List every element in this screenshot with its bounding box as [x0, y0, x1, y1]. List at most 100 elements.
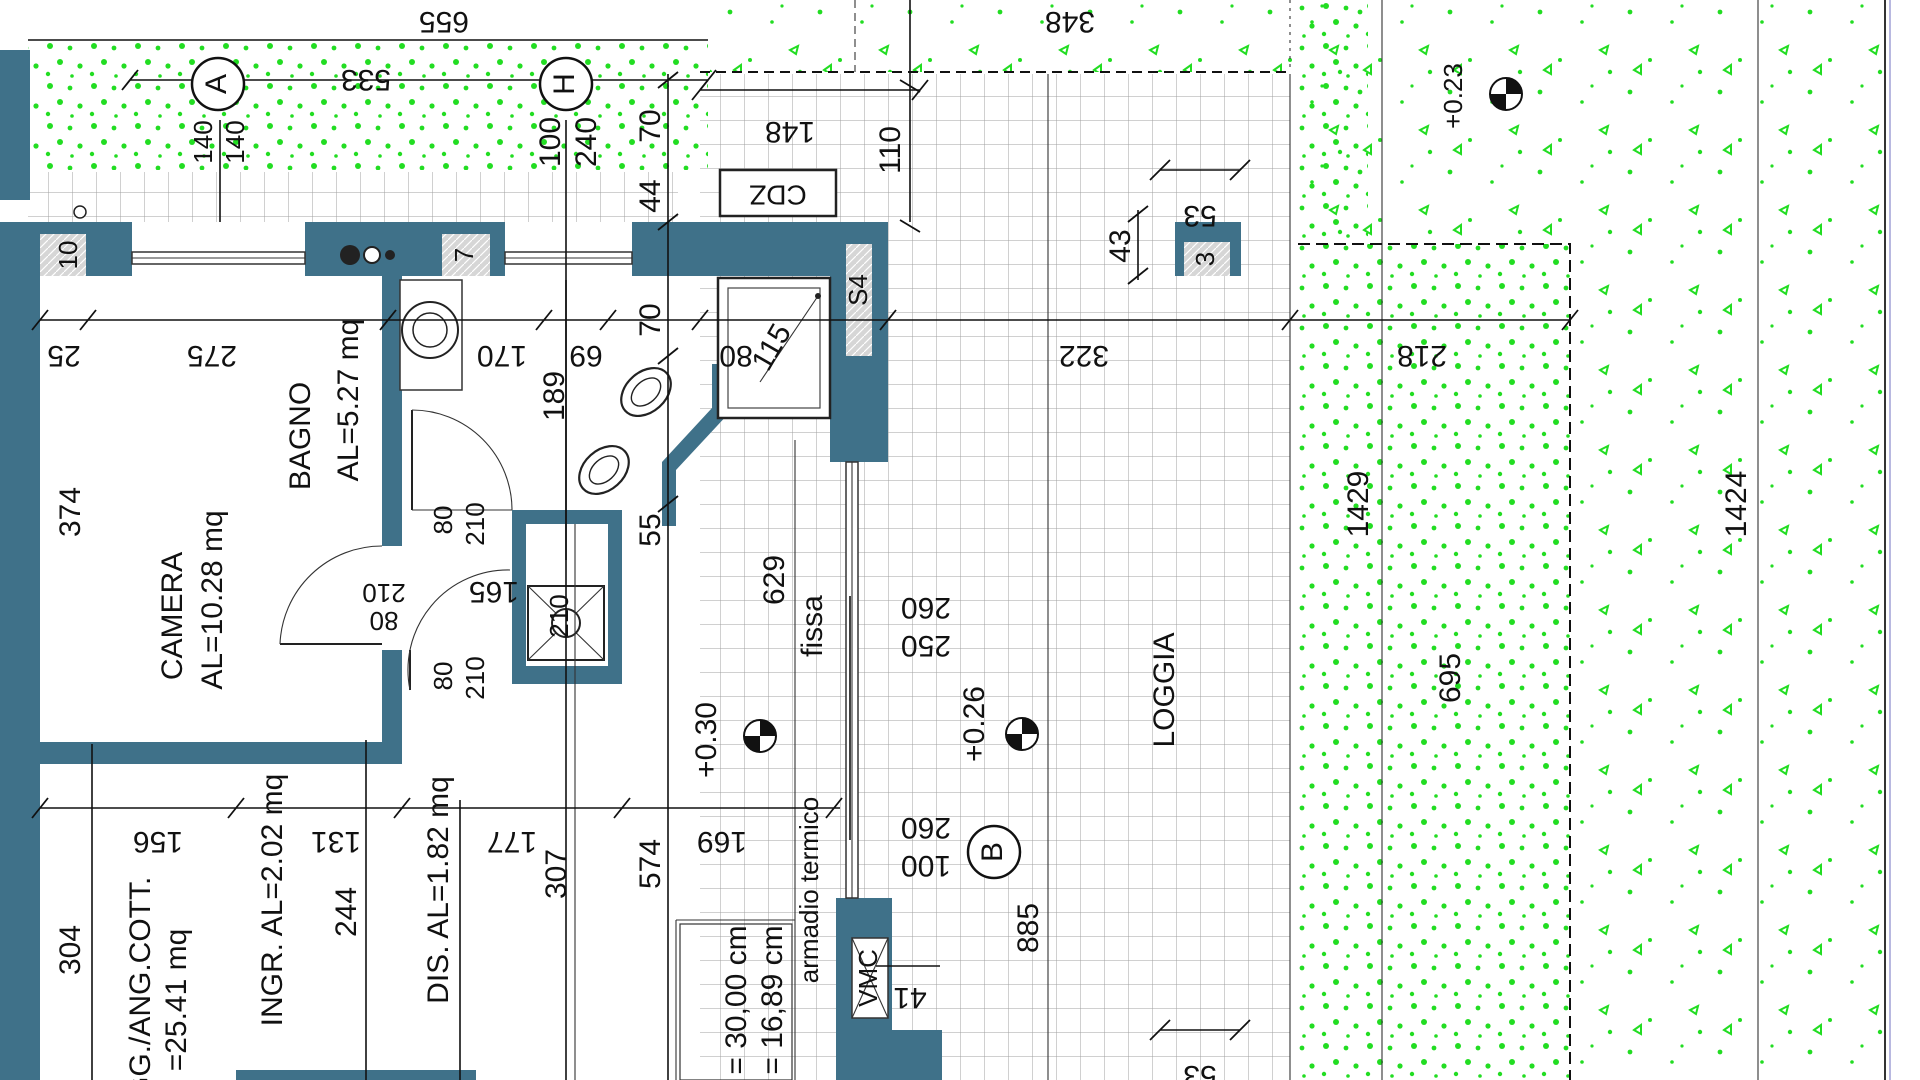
- svg-text:177: 177: [487, 825, 537, 858]
- shaft-10-label: 10: [53, 241, 83, 270]
- room-dis-label: DIS. AL=1.82 mq: [422, 776, 455, 1004]
- svg-text:1424: 1424: [1720, 471, 1753, 538]
- cdz-unit: [718, 168, 838, 218]
- svg-text:275: 275: [187, 339, 237, 372]
- shaft-3: [1184, 242, 1230, 276]
- svg-text:189: 189: [538, 371, 571, 421]
- level-marker-026: [1005, 717, 1039, 751]
- outdoor-light-icon: [73, 205, 87, 219]
- room-ingr-label: INGR. AL=2.02 mq: [256, 774, 289, 1027]
- toilet-icon: [620, 366, 672, 418]
- svg-text:533: 533: [341, 63, 391, 96]
- note-line-1: = 30,00 cm: [720, 925, 753, 1074]
- svg-text:260: 260: [901, 591, 951, 624]
- room-camera-name: CAMERA: [156, 552, 189, 680]
- dimension-labels-inverted: 655 348 533 148 53 25 275 170 69 80 322 …: [47, 5, 1447, 1080]
- door-camera: [279, 545, 383, 645]
- label-armadio: armadio termico: [794, 797, 824, 983]
- cdz-label: CDZ: [749, 180, 807, 211]
- svg-text:80: 80: [428, 662, 458, 691]
- top-strip-floor: [28, 172, 678, 222]
- svg-text:1429: 1429: [1342, 471, 1375, 538]
- svg-text:H: H: [548, 73, 581, 95]
- level-026-label: +0.26: [958, 686, 991, 762]
- level-marker-030: [743, 719, 777, 753]
- room-camera-area: AL=10.28 mq: [196, 510, 229, 689]
- svg-text:210: 210: [460, 502, 490, 545]
- svg-text:374: 374: [54, 487, 87, 537]
- svg-text:140: 140: [220, 120, 250, 163]
- room-bagno-area: AL=5.27 mq: [332, 319, 365, 482]
- shower-tray: [716, 276, 832, 420]
- gas-valves-icon: [340, 245, 395, 265]
- garden-top-middle: [710, 0, 1298, 72]
- svg-text:100: 100: [534, 117, 567, 167]
- svg-text:80: 80: [719, 339, 752, 372]
- svg-text:170: 170: [477, 339, 527, 372]
- svg-text:80: 80: [428, 506, 458, 535]
- svg-text:131: 131: [311, 825, 361, 858]
- level-030-label: +0.30: [690, 702, 723, 778]
- svg-text:574: 574: [634, 839, 667, 889]
- svg-text:244: 244: [330, 887, 363, 937]
- svg-text:885: 885: [1012, 903, 1045, 953]
- garden-sparse: [1570, 0, 1890, 1080]
- svg-text:80: 80: [370, 606, 399, 636]
- room-sogg-area: =25.41 mq: [160, 929, 193, 1072]
- svg-text:110: 110: [874, 126, 907, 174]
- axis-marker-a: A: [190, 56, 246, 112]
- axis-marker-b: B: [966, 824, 1022, 880]
- room-loggia-name: LOGGIA: [1148, 632, 1181, 747]
- svg-text:69: 69: [569, 339, 602, 372]
- svg-text:322: 322: [1059, 339, 1109, 372]
- room-bagno-name: BAGNO: [284, 382, 317, 490]
- svg-text:25: 25: [47, 339, 80, 372]
- note-line-2: = 16,89 cm: [756, 925, 789, 1074]
- svg-text:165: 165: [469, 575, 519, 608]
- dimension-ticks: [31, 69, 1579, 1041]
- svg-text:218: 218: [1397, 339, 1447, 372]
- svg-text:695: 695: [1434, 653, 1467, 703]
- vmc-label: VMC: [853, 949, 883, 1007]
- shaft-7: [442, 234, 490, 276]
- level-marker-023: [1489, 77, 1523, 111]
- svg-text:304: 304: [54, 925, 87, 975]
- svg-text:43: 43: [1104, 229, 1137, 262]
- label-fissa: fissa: [796, 595, 829, 657]
- svg-text:100: 100: [901, 849, 951, 882]
- svg-text:655: 655: [419, 5, 469, 38]
- svg-text:307: 307: [540, 849, 573, 899]
- level-023-label: +0.23: [1438, 63, 1468, 129]
- sink-icon: [399, 279, 463, 391]
- svg-text:210: 210: [460, 656, 490, 699]
- dashed-boundary-garden: [1298, 243, 1571, 1080]
- garden-sparse-top: [1298, 0, 1570, 244]
- shaft-10: [40, 234, 86, 276]
- svg-text:53: 53: [1183, 1059, 1216, 1080]
- svg-text:629: 629: [758, 555, 791, 605]
- garden-right: [1298, 244, 1570, 1080]
- shaft-s4: [846, 244, 872, 356]
- svg-text:348: 348: [1045, 5, 1095, 38]
- room-sogg-name: OGG./ANG.COTT.: [124, 877, 157, 1080]
- svg-text:250: 250: [901, 629, 951, 662]
- svg-text:70: 70: [634, 109, 667, 142]
- shaft-s4-label: S4: [843, 274, 873, 306]
- axis-marker-h: H: [538, 56, 594, 112]
- door-dis: [407, 569, 511, 691]
- shaft-3-label: 3: [1190, 252, 1220, 266]
- svg-text:260: 260: [901, 811, 951, 844]
- svg-text:169: 169: [697, 825, 747, 858]
- svg-text:156: 156: [133, 825, 183, 858]
- door-bagno: [411, 409, 513, 511]
- svg-text:210: 210: [362, 578, 405, 608]
- svg-text:A: A: [200, 74, 233, 94]
- svg-text:B: B: [976, 842, 1009, 862]
- svg-text:55: 55: [634, 513, 667, 546]
- svg-text:240: 240: [570, 117, 603, 167]
- svg-text:148: 148: [765, 115, 815, 148]
- bidet-icon: [578, 444, 630, 496]
- svg-text:41: 41: [893, 981, 926, 1014]
- svg-text:53: 53: [1183, 199, 1216, 232]
